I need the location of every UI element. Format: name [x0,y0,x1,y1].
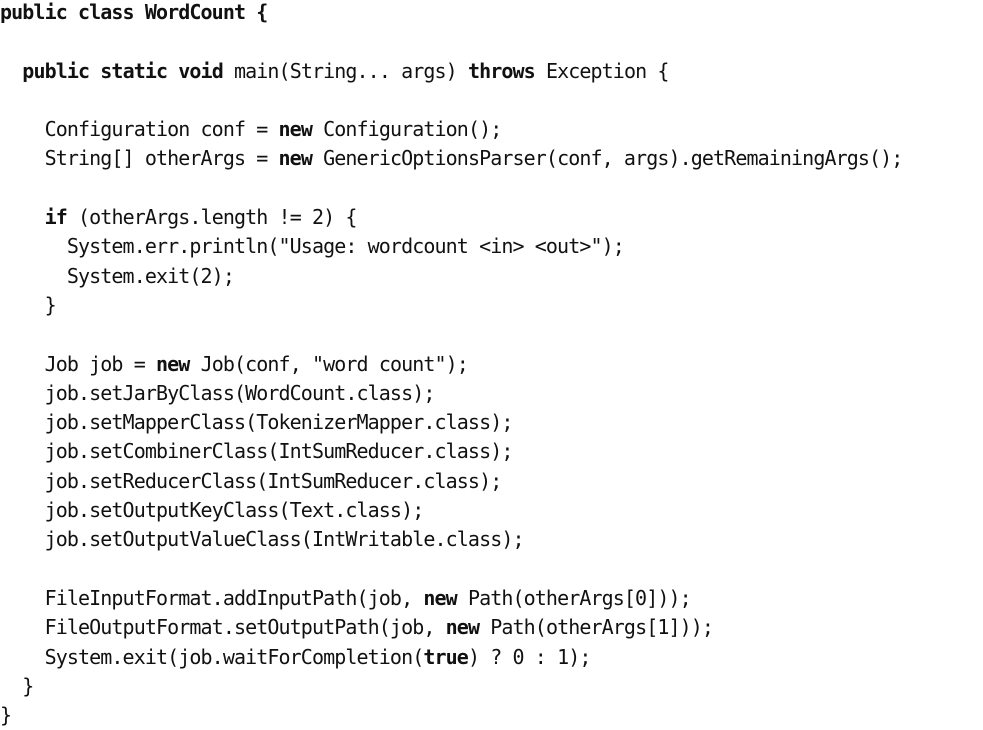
code-line: } [0,701,983,730]
code-token: System.exit(job.waitForCompletion( [0,644,425,669]
code-line [0,27,983,56]
code-token: } [0,292,57,317]
keyword-token: new [445,615,480,640]
code-token: String[] otherArgs = [0,146,279,171]
code-line: job.setReducerClass(IntSumReducer.class)… [0,467,983,496]
keyword-token: new [278,146,313,171]
keyword-token: new [423,585,457,610]
code-line: FileInputFormat.addInputPath(job, new Pa… [0,584,983,613]
code-token: System.err.println("Usage: wordcount <in… [0,234,625,259]
code-token: Exception { [534,58,669,83]
keyword-token: throws [467,58,536,83]
code-line: Job job = new Job(conf, "word count"); [0,350,983,379]
code-line: Configuration conf = new Configuration()… [0,115,983,144]
code-token: job.setCombinerClass(IntSumReducer.class… [0,439,514,464]
code-line: if (otherArgs.length != 2) { [0,203,983,232]
code-line: String[] otherArgs = new GenericOptionsP… [0,144,983,173]
code-token: Configuration(); [311,117,502,142]
code-line: } [0,672,983,701]
code-token: System.exit(2); [0,263,235,288]
code-token: Path(otherArgs[1])); [479,615,714,640]
keyword-token: public class WordCount { [0,0,268,24]
code-line: System.err.println("Usage: wordcount <in… [0,232,983,261]
code-token [0,59,22,83]
code-line [0,555,983,584]
code-token: (otherArgs.length != 2) { [66,205,357,230]
code-line: job.setOutputKeyClass(Text.class); [0,496,983,525]
code-line [0,86,983,115]
code-token: job.setMapperClass(TokenizerMapper.class… [0,410,514,435]
code-token: FileInputFormat.addInputPath(job, [0,585,424,610]
code-token [0,205,45,229]
code-line: job.setOutputValueClass(IntWritable.clas… [0,525,983,554]
code-token: job.setOutputKeyClass(Text.class); [0,498,425,523]
code-token: Configuration conf = [0,117,279,142]
keyword-token: new [155,351,190,376]
code-token: Path(otherArgs[0])); [456,585,692,610]
code-line: FileOutputFormat.setOutputPath(job, new … [0,613,983,642]
code-line: job.setMapperClass(TokenizerMapper.class… [0,408,983,437]
code-token: Job job = [0,351,156,376]
code-line: public class WordCount { [0,0,983,27]
code-token: } [0,673,34,698]
code-token: job.setOutputValueClass(IntWritable.clas… [0,527,525,552]
code-token: Job(conf, "word count"); [189,351,469,376]
code-token: FileOutputFormat.setOutputPath(job, [0,615,446,640]
code-line: System.exit(job.waitForCompletion(true) … [0,643,983,672]
keyword-token: new [278,117,313,142]
keyword-token: public static void [22,58,223,83]
keyword-token: true [423,644,468,669]
code-token: ) ? 0 : 1); [467,644,591,669]
code-token: job.setJarByClass(WordCount.class); [0,380,436,405]
code-token: job.setReducerClass(IntSumReducer.class)… [0,468,503,493]
code-line: } [0,291,983,320]
code-line: public static void main(String... args) … [0,57,983,86]
code-line: System.exit(2); [0,262,983,291]
code-token: } [0,703,12,728]
code-line [0,174,983,203]
keyword-token: if [44,205,68,230]
code-line: job.setJarByClass(WordCount.class); [0,379,983,408]
code-line: job.setCombinerClass(IntSumReducer.class… [0,437,983,466]
code-line [0,320,983,349]
code-token: main(String... args) [222,58,468,83]
code-token: GenericOptionsParser(conf, args).getRema… [311,146,903,171]
